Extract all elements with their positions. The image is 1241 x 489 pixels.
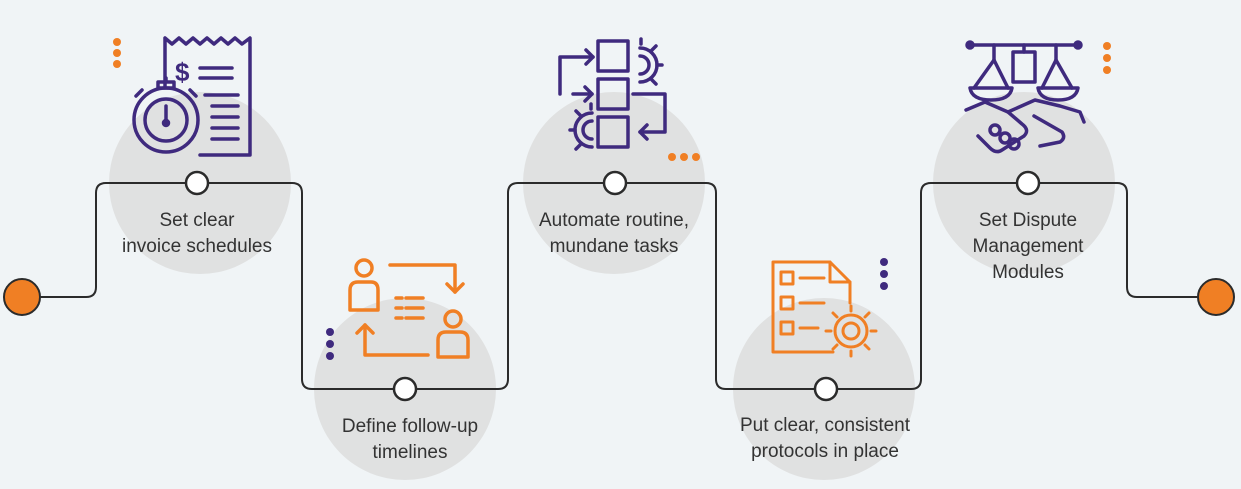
step-3-label-line-2: mundane tasks <box>549 236 679 257</box>
step-5-label-line-2: Management <box>972 236 1084 257</box>
step-5-label-line-1: Set Dispute <box>978 210 1078 231</box>
decorative-dots-2 <box>326 328 334 360</box>
start-node <box>3 278 41 316</box>
step-1-label-line-1: Set clear <box>159 210 235 231</box>
step-4-node <box>813 376 839 402</box>
step-3-label: Automate routine, mundane tasks <box>504 208 724 260</box>
step-5-label-line-3: Modules <box>992 262 1064 283</box>
invoice-stopwatch-icon: $ <box>132 36 252 157</box>
protocol-checklist-icon <box>771 260 878 358</box>
end-node <box>1197 278 1235 316</box>
step-1-node <box>184 170 210 196</box>
step-4-label: Put clear, consistent protocols in place <box>715 413 935 465</box>
step-5-label: Set Dispute Management Modules <box>918 208 1138 286</box>
decorative-dots-4 <box>880 258 888 290</box>
step-4-label-line-1: Put clear, consistent <box>739 415 911 436</box>
decorative-dots-3 <box>668 153 700 161</box>
step-2-label-line-1: Define follow-up <box>341 416 479 437</box>
step-2-node <box>392 376 418 402</box>
decorative-dots-5 <box>1103 42 1111 74</box>
dispute-scales-handshake-icon <box>964 40 1086 154</box>
step-5-node <box>1015 170 1041 196</box>
step-2-label: Define follow-up timelines <box>300 414 520 466</box>
svg-text:$: $ <box>175 57 190 87</box>
step-1-label: Set clear invoice schedules <box>87 208 307 260</box>
step-3-label-line-1: Automate routine, <box>539 210 689 231</box>
step-4-label-line-2: protocols in place <box>751 441 899 462</box>
follow-up-cycle-icon <box>348 258 470 359</box>
step-2-label-line-2: timelines <box>372 442 448 463</box>
automation-gears-icon <box>558 37 667 151</box>
step-1-label-line-2: invoice schedules <box>122 236 272 257</box>
decorative-dots-1 <box>113 38 121 68</box>
step-3-node <box>602 170 628 196</box>
